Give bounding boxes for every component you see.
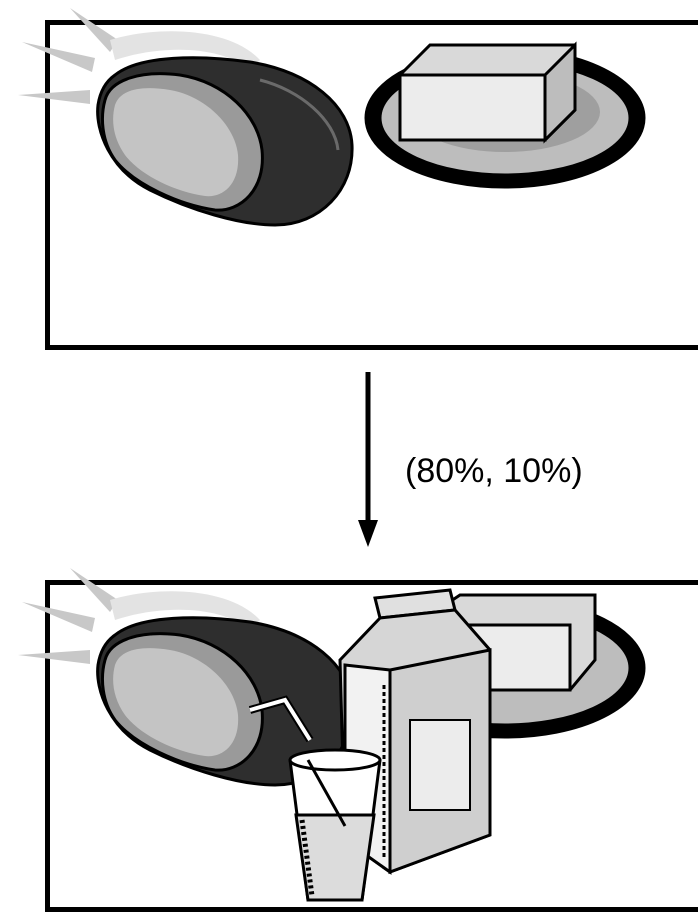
after-illustration: [0, 0, 698, 911]
